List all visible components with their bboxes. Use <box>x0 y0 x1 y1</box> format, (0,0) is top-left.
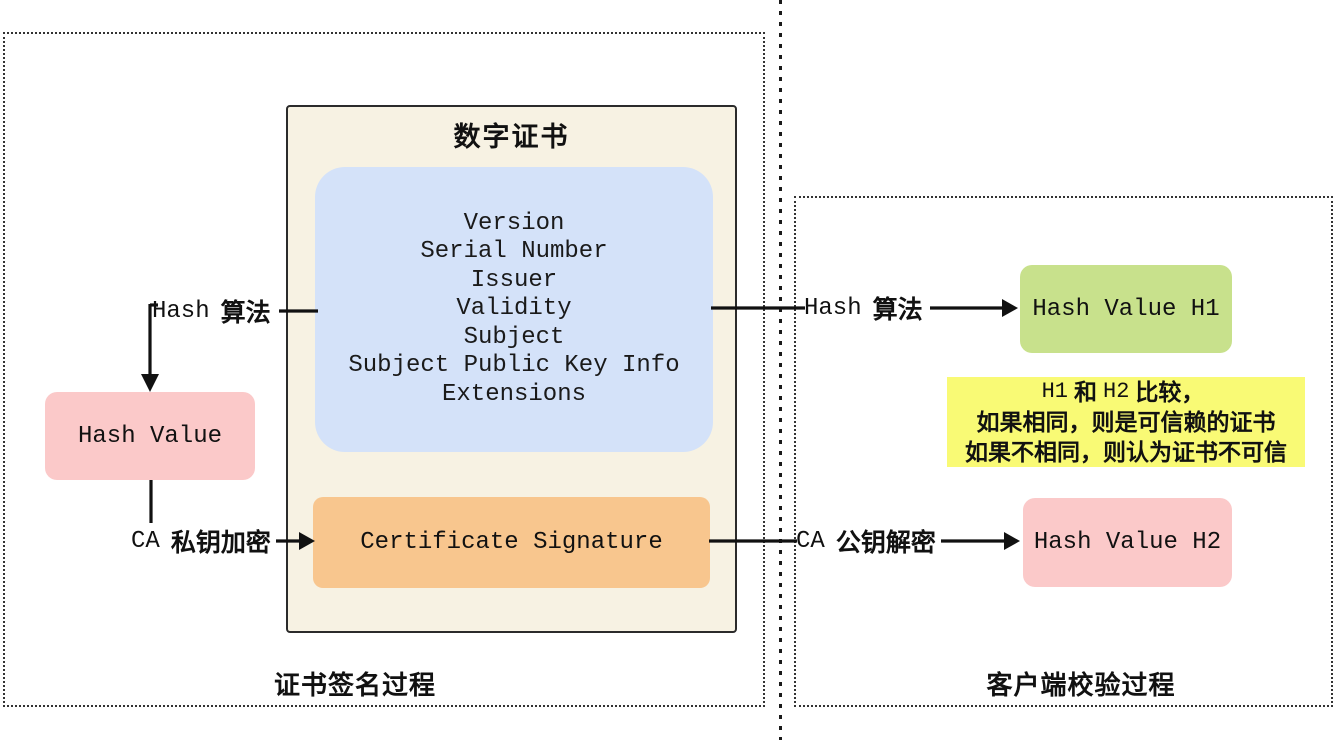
cert-field: Serial Number <box>420 238 608 266</box>
cert-field: Extensions <box>441 380 587 408</box>
compare-note-line-1: H1 和 H2 比较， <box>1042 377 1211 407</box>
signing-process-panel <box>3 32 765 707</box>
compare-tail: 比较， <box>1135 379 1205 405</box>
hash-algo-label-right-zh: 算法 <box>872 296 923 324</box>
ca-encrypt-label-zh: 私钥加密 <box>170 529 271 557</box>
certificate-fields-box: Version Serial Number Issuer Validity Su… <box>315 167 713 452</box>
ca-private-key-encrypt-label: CA 私钥加密 <box>131 526 271 558</box>
cert-field: Issuer <box>470 266 558 294</box>
digital-certificate-title: 数字证书 <box>453 122 570 152</box>
cert-field: Version <box>463 209 565 237</box>
hash-algo-label-left-en: Hash <box>152 297 210 325</box>
ca-decrypt-label-en: CA <box>796 527 825 555</box>
h1-h2-compare-note: H1 和 H2 比较， 如果相同，则是可信赖的证书 如果不相同，则认为证书不可信 <box>947 377 1305 467</box>
verification-process-panel <box>794 196 1333 707</box>
verification-process-caption: 客户端校验过程 <box>986 670 1176 700</box>
compare-and: 和 <box>1074 379 1097 405</box>
hash-value-box: Hash Value <box>45 392 255 480</box>
ca-decrypt-label-zh: 公钥解密 <box>835 529 936 557</box>
hash-algo-label-left-zh: 算法 <box>220 299 271 327</box>
hash-value-h1-label: Hash Value H1 <box>1032 295 1220 323</box>
hash-algo-label-right-en: Hash <box>804 294 862 322</box>
hash-value-h1-box: Hash Value H1 <box>1020 265 1232 353</box>
cert-field: Subject Public Key Info <box>348 352 680 380</box>
cert-field: Subject <box>463 323 565 351</box>
compare-note-line-3: 如果不相同，则认为证书不可信 <box>965 439 1287 465</box>
hash-algo-label-right: Hash 算法 <box>804 293 923 325</box>
compare-note-line-2: 如果相同，则是可信赖的证书 <box>976 409 1276 435</box>
certificate-signature-label: Certificate Signature <box>360 529 663 556</box>
signing-process-caption: 证书签名过程 <box>273 670 436 700</box>
page-divider-dotted-line <box>779 0 782 740</box>
hash-value-label: Hash Value <box>77 422 223 450</box>
hash-value-h2-label: Hash Value H2 <box>1033 529 1222 556</box>
cert-field: Validity <box>456 295 572 323</box>
certificate-signature-box: Certificate Signature <box>313 497 710 588</box>
ca-encrypt-label-en: CA <box>131 527 160 555</box>
hash-algo-label-left: Hash 算法 <box>152 296 271 328</box>
hash-value-h2-box: Hash Value H2 <box>1023 498 1232 587</box>
compare-h2: H2 <box>1103 379 1130 404</box>
ca-public-key-decrypt-label: CA 公钥解密 <box>796 526 936 558</box>
compare-h1: H1 <box>1041 379 1068 404</box>
